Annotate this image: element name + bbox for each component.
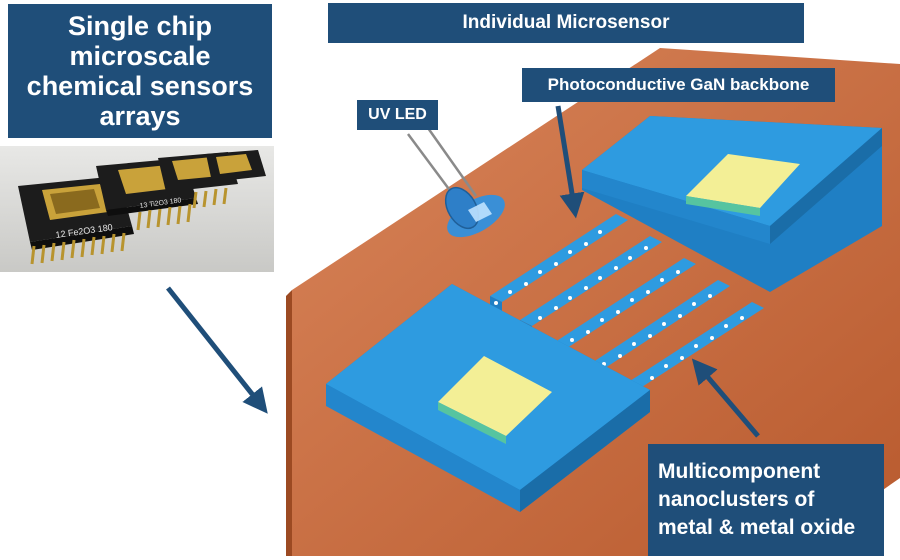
- gan-block-right: [582, 116, 882, 292]
- nanoclusters: [494, 230, 744, 400]
- gan-block-left: [326, 284, 650, 512]
- gan-bridges: [490, 214, 764, 408]
- individual-microsensor-label: Individual Microsensor: [328, 3, 804, 43]
- uv-led-label: UV LED: [357, 100, 438, 130]
- chip-package-4: [206, 150, 266, 182]
- page-title: Single chip microscale chemical sensors …: [8, 4, 272, 138]
- uv-led: [406, 127, 505, 238]
- arrow-to-nanoclusters: [691, 358, 760, 438]
- arrows: [166, 105, 760, 438]
- nanoclusters-label: Multicomponent nanoclusters of metal & m…: [648, 444, 884, 556]
- contact-pad-right: [686, 154, 800, 208]
- gan-backbone-label: Photoconductive GaN backbone: [522, 68, 835, 102]
- arrow-to-sensor: [166, 286, 268, 414]
- contact-pad-left: [438, 356, 552, 436]
- chip-array-photo: 12 Fe2O3 180 13 Ti2O3 180: [0, 146, 274, 272]
- arrow-to-backbone: [555, 105, 585, 219]
